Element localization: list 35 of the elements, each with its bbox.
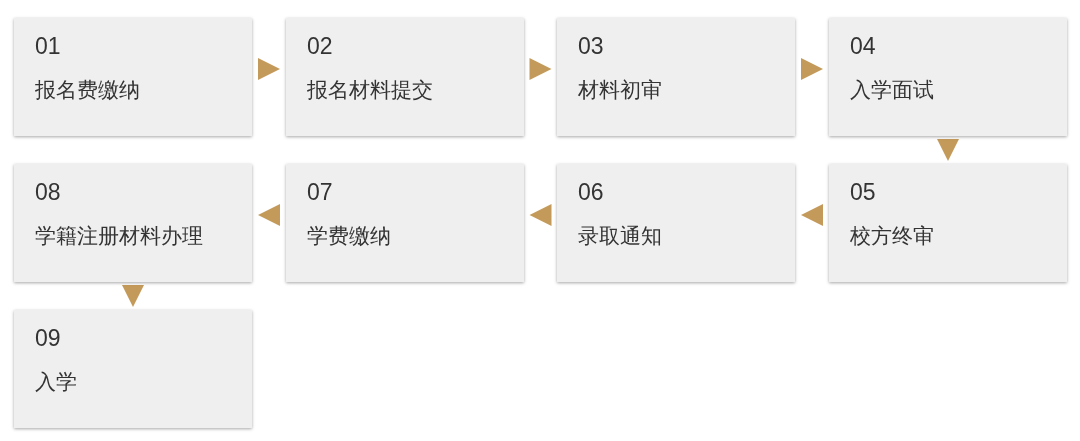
step-number: 02 [307,32,333,60]
step-label: 校方终审 [850,223,934,249]
step-box [14,310,252,428]
step-box [286,18,524,136]
step-number: 01 [35,32,61,60]
step-box [829,164,1067,282]
arrow [529,58,552,80]
step-label: 材料初审 [578,77,662,103]
arrow [529,204,552,226]
step-label: 学籍注册材料办理 [35,223,203,249]
step-label: 入学 [35,369,77,395]
step-number: 09 [35,324,61,352]
step-number: 06 [578,178,604,206]
step-box [286,164,524,282]
step-label: 学费缴纳 [307,223,391,249]
step-box [14,164,252,282]
arrow [801,204,823,226]
arrow [258,58,280,80]
step-label: 报名材料提交 [307,77,433,103]
step-number: 07 [307,178,333,206]
arrow [937,139,959,161]
step-label: 录取通知 [578,223,662,249]
arrow [801,58,823,80]
step-number: 05 [850,178,876,206]
step-box [557,18,795,136]
arrow [258,204,280,226]
arrow [122,285,144,307]
step-box [829,18,1067,136]
step-number: 08 [35,178,61,206]
step-label: 入学面试 [850,77,934,103]
step-box [14,18,252,136]
step-number: 04 [850,32,876,60]
step-number: 03 [578,32,604,60]
step-box [557,164,795,282]
step-label: 报名费缴纳 [35,77,140,103]
